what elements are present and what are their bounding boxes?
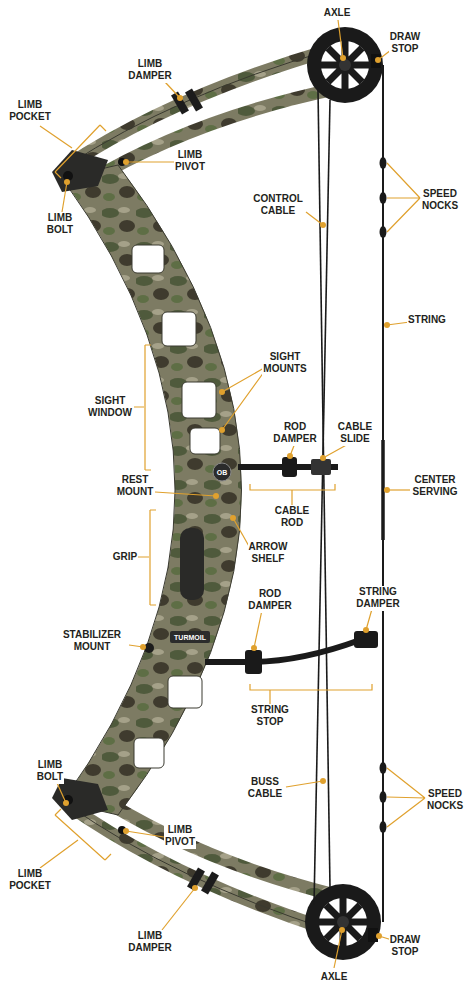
part-label: LIMB PIVOT	[164, 824, 196, 849]
part-label: SPEED NOCKS	[426, 788, 464, 813]
part-label: CENTER SERVING	[412, 474, 459, 499]
part-label: SIGHT WINDOW	[87, 395, 133, 420]
part-label: GRIP	[112, 551, 138, 564]
part-label: DRAW STOP	[389, 31, 422, 56]
part-label: LIMB BOLT	[46, 212, 74, 237]
limb-bolt	[63, 171, 73, 805]
part-label: AXLE	[323, 7, 352, 20]
part-label: SPEED NOCKS	[421, 188, 459, 213]
part-label: AXLE	[320, 971, 349, 984]
speed-nock	[380, 157, 387, 833]
part-label: LIMB BOLT	[36, 759, 64, 784]
leader-dot	[63, 55, 390, 939]
draw-stop	[368, 54, 381, 942]
part-label: ARROW SHELF	[248, 541, 289, 566]
part-label: ROD DAMPER	[272, 421, 317, 446]
part-label: CABLE SLIDE	[337, 421, 373, 446]
part-label: ROD DAMPER	[247, 588, 292, 613]
limb-pocket	[52, 150, 108, 820]
part-label: LIMB POCKET	[8, 99, 52, 124]
part-label: LIMB PIVOT	[174, 149, 206, 174]
part-label: STRING	[407, 314, 447, 327]
part-label: STRING DAMPER	[355, 586, 400, 611]
part-label: LIMB DAMPER	[127, 930, 172, 955]
riser	[62, 165, 242, 815]
part-label: CABLE ROD	[274, 505, 310, 530]
leader-line	[40, 20, 425, 968]
cam	[305, 27, 383, 960]
part-label: DRAW STOP	[389, 934, 422, 959]
logo-plate	[170, 631, 210, 643]
grip	[180, 528, 204, 600]
cable	[314, 90, 330, 905]
part-label: STRING STOP	[250, 704, 290, 729]
part-label: BUSS CABLE	[247, 776, 283, 801]
string-stop	[205, 631, 378, 674]
logo-badge	[213, 463, 231, 481]
part-label: STABILIZER MOUNT	[62, 629, 122, 654]
riser-cutout	[132, 245, 220, 768]
brand-logo: OB	[217, 469, 228, 476]
part-label: CONTROL CABLE	[252, 193, 303, 218]
brand-logo: TURMOIL	[174, 634, 206, 641]
part-label: LIMB DAMPER	[127, 58, 172, 83]
part-label: SIGHT MOUNTS	[262, 351, 307, 376]
part-label: REST MOUNT	[116, 474, 155, 499]
part-label: LIMB POCKET	[8, 868, 52, 893]
